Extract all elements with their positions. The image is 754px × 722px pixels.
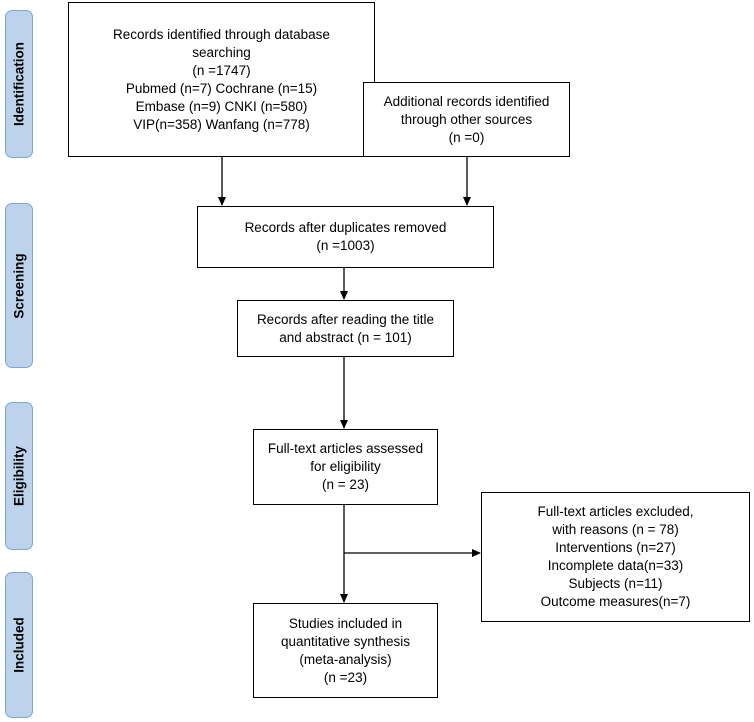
excluded-line-3: Interventions (n=27) bbox=[555, 540, 676, 555]
included-studies-line-1: Studies included in bbox=[288, 615, 403, 631]
excluded-line-5: Subjects (n=11) bbox=[568, 576, 663, 591]
database-search-line-5: Embase (n=9) CNKI (n=580) bbox=[135, 98, 308, 114]
excluded-line-2: with reasons (n = 78) bbox=[552, 522, 679, 537]
phase-included: Included bbox=[5, 572, 33, 718]
full-text-assessed-line-3: (n = 23) bbox=[322, 477, 369, 492]
title-abstract-line-2: and abstract (n = 101) bbox=[279, 329, 412, 345]
box-full-text-assessed: Full-text articles assessed for eligibil… bbox=[253, 429, 438, 505]
box-duplicates-removed: Records after duplicates removed (n =100… bbox=[197, 206, 494, 268]
box-included-studies: Studies included in quantitative synthes… bbox=[253, 603, 438, 698]
duplicates-removed-line-2: (n =1003) bbox=[316, 238, 375, 253]
box-title-abstract: Records after reading the title and abst… bbox=[237, 300, 454, 357]
title-abstract-line-1: Records after reading the title bbox=[256, 311, 435, 327]
box-other-sources: Additional records identified through ot… bbox=[363, 82, 570, 157]
duplicates-removed-line-1: Records after duplicates removed bbox=[244, 220, 447, 235]
included-studies-line-3: (meta-analysis) bbox=[299, 651, 392, 667]
included-studies-line-4: (n =23) bbox=[323, 669, 368, 685]
other-sources-line-2: through other sources bbox=[400, 111, 533, 127]
phase-screening: Screening bbox=[5, 203, 33, 368]
box-excluded: Full-text articles excluded, with reason… bbox=[481, 492, 750, 622]
excluded-line-1: Full-text articles excluded, bbox=[537, 504, 694, 519]
phase-eligibility: Eligibility bbox=[5, 402, 33, 550]
excluded-line-6: Outcome measures(n=7) bbox=[540, 594, 691, 609]
included-studies-line-2: quantitative synthesis bbox=[280, 633, 411, 649]
other-sources-line-3: (n =0) bbox=[448, 129, 485, 145]
database-search-line-6: VIP(n=358) Wanfang (n=778) bbox=[133, 116, 310, 132]
box-database-search: Records identified through database sear… bbox=[68, 2, 375, 157]
excluded-line-4: Incomplete data(n=33) bbox=[547, 558, 684, 573]
database-search-line-3: (n =1747) bbox=[192, 62, 251, 78]
database-search-line-4: Pubmed (n=7) Cochrane (n=15) bbox=[125, 80, 318, 96]
full-text-assessed-line-2: for eligibility bbox=[310, 459, 381, 474]
database-search-line-1: Records identified through database bbox=[113, 26, 330, 42]
database-search-line-2: searching bbox=[192, 44, 251, 60]
phase-identification: Identification bbox=[5, 10, 33, 158]
full-text-assessed-line-1: Full-text articles assessed bbox=[267, 441, 424, 456]
other-sources-line-1: Additional records identified bbox=[383, 93, 550, 109]
